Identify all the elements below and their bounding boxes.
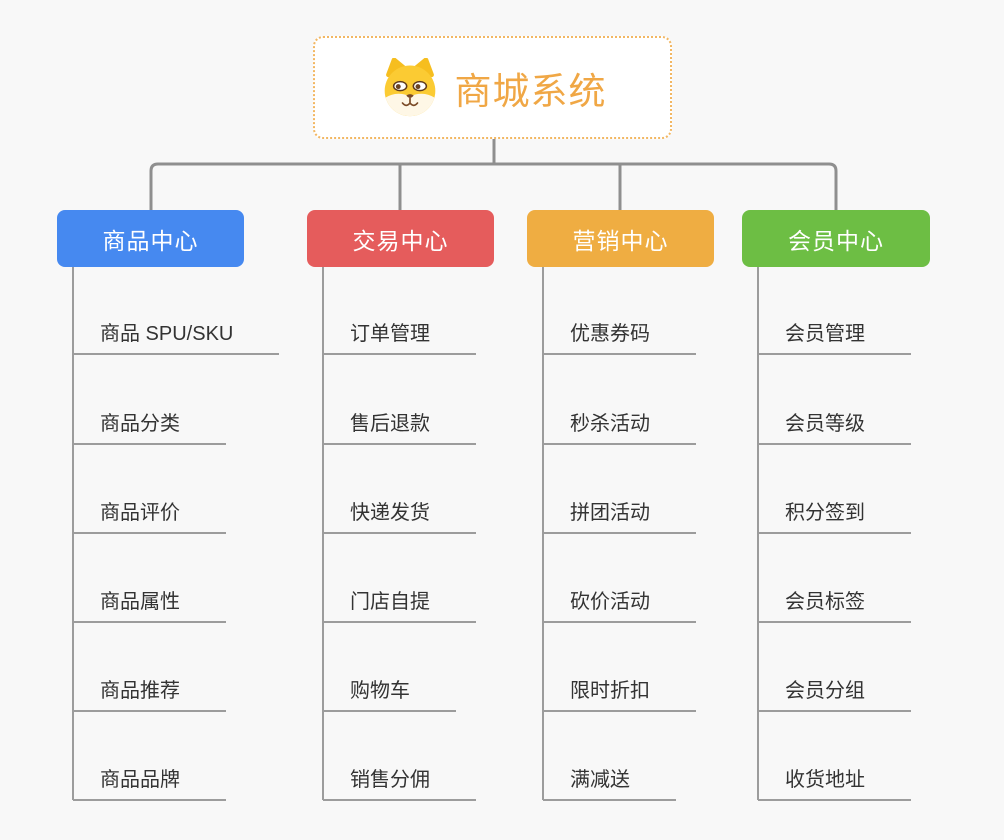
leaf-node[interactable]: 会员管理 <box>758 322 911 355</box>
root-node[interactable]: 商城系统 <box>313 36 672 139</box>
branch-label: 营销中心 <box>572 227 669 254</box>
leaf-node[interactable]: 销售分佣 <box>323 768 476 801</box>
leaf-node[interactable]: 商品推荐 <box>73 679 226 712</box>
leaf-node[interactable]: 商品分类 <box>73 412 226 445</box>
leaf-node[interactable]: 会员分组 <box>758 679 911 712</box>
leaf-node[interactable]: 会员标签 <box>758 590 911 623</box>
branch-node-product-center[interactable]: 商品中心 <box>57 210 244 267</box>
leaf-node[interactable]: 购物车 <box>323 679 456 712</box>
branch-node-marketing-center[interactable]: 营销中心 <box>527 210 714 267</box>
leaf-node[interactable]: 门店自提 <box>323 590 476 623</box>
branch-label: 会员中心 <box>788 227 884 254</box>
leaf-node[interactable]: 商品 SPU/SKU <box>73 322 280 355</box>
branch-node-trade-center[interactable]: 交易中心 <box>307 210 494 267</box>
leaf-node[interactable]: 满减送 <box>543 768 676 801</box>
branch-label: 交易中心 <box>352 227 449 254</box>
leaf-node[interactable]: 会员等级 <box>758 412 911 445</box>
branch-bus-line <box>149 162 838 210</box>
leaf-node[interactable]: 商品品牌 <box>73 768 226 801</box>
leaf-node[interactable]: 商品属性 <box>73 590 226 623</box>
leaf-node[interactable]: 限时折扣 <box>543 679 696 712</box>
leaf-node[interactable]: 快递发货 <box>323 501 476 534</box>
root-title: 商城系统 <box>454 70 607 112</box>
leaf-node[interactable]: 优惠券码 <box>543 322 696 355</box>
shiba-dog-face-icon <box>384 57 435 116</box>
branch-label: 商品中心 <box>102 227 199 254</box>
leaf-node[interactable]: 收货地址 <box>758 768 911 801</box>
leaf-node[interactable]: 砍价活动 <box>543 590 696 623</box>
leaf-node[interactable]: 售后退款 <box>323 412 476 445</box>
leaf-node[interactable]: 商品评价 <box>73 501 226 534</box>
leaf-node[interactable]: 秒杀活动 <box>543 412 696 445</box>
leaf-node[interactable]: 订单管理 <box>323 322 476 355</box>
leaf-node[interactable]: 拼团活动 <box>543 501 696 534</box>
leaf-node[interactable]: 积分签到 <box>758 501 911 534</box>
branch-node-member-center[interactable]: 会员中心 <box>742 210 930 267</box>
